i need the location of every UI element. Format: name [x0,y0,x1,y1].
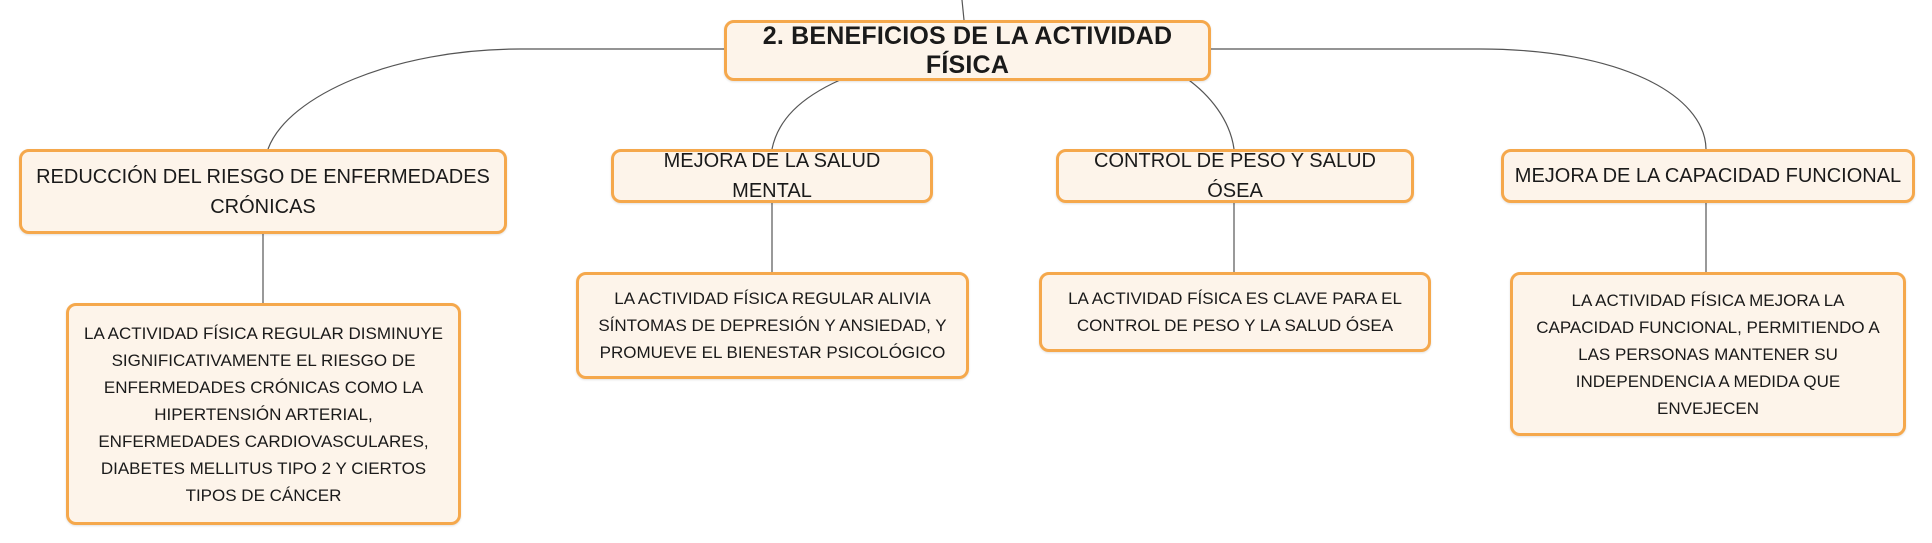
branch-label: MEJORA DE LA SALUD MENTAL [663,150,881,202]
branch-node-functional-capacity[interactable]: MEJORA DE LA CAPACIDAD FUNCIONAL [1501,149,1915,203]
detail-node-chronic-disease[interactable]: LA ACTIVIDAD FÍSICA REGULAR DISMINUYE SI… [66,303,461,525]
connector-root-to-branch-4 [1211,48,1707,150]
branch-node-mental-health[interactable]: MEJORA DE LA SALUD MENTAL [611,149,933,203]
branch-node-weight-bone-health[interactable]: CONTROL DE PESO Y SALUD ÓSEA [1056,149,1414,203]
detail-node-functional-capacity[interactable]: LA ACTIVIDAD FÍSICA MEJORA LA CAPACIDAD … [1510,272,1906,436]
branch-label: MEJORA DE LA CAPACIDAD FUNCIONAL [1514,165,1902,187]
detail-text: LA ACTIVIDAD FÍSICA REGULAR ALIVIA SÍNTO… [598,289,947,362]
connector-root-to-branch-2 [771,79,841,150]
connector-parent-to-root [961,0,965,21]
detail-node-weight-bone-health[interactable]: LA ACTIVIDAD FÍSICA ES CLAVE PARA EL CON… [1039,272,1431,352]
detail-text: LA ACTIVIDAD FÍSICA ES CLAVE PARA EL CON… [1068,289,1402,335]
root-topic-node[interactable]: 2. BENEFICIOS DE LA ACTIVIDAD FÍSICA [724,20,1211,81]
branch-label: CONTROL DE PESO Y SALUD ÓSEA [1094,150,1376,202]
detail-node-mental-health[interactable]: LA ACTIVIDAD FÍSICA REGULAR ALIVIA SÍNTO… [576,272,969,379]
root-topic-label: 2. BENEFICIOS DE LA ACTIVIDAD FÍSICA [762,21,1173,79]
branch-label: REDUCCIÓN DEL RIESGO DE ENFERMEDADES CRÓ… [36,165,490,218]
detail-text: LA ACTIVIDAD FÍSICA REGULAR DISMINUYE SI… [84,323,443,505]
detail-text: LA ACTIVIDAD FÍSICA MEJORA LA CAPACIDAD … [1536,290,1880,418]
connector-root-to-branch-1 [267,48,724,150]
branch-node-chronic-disease[interactable]: REDUCCIÓN DEL RIESGO DE ENFERMEDADES CRÓ… [19,149,507,234]
connector-root-to-branch-3 [1185,77,1235,150]
